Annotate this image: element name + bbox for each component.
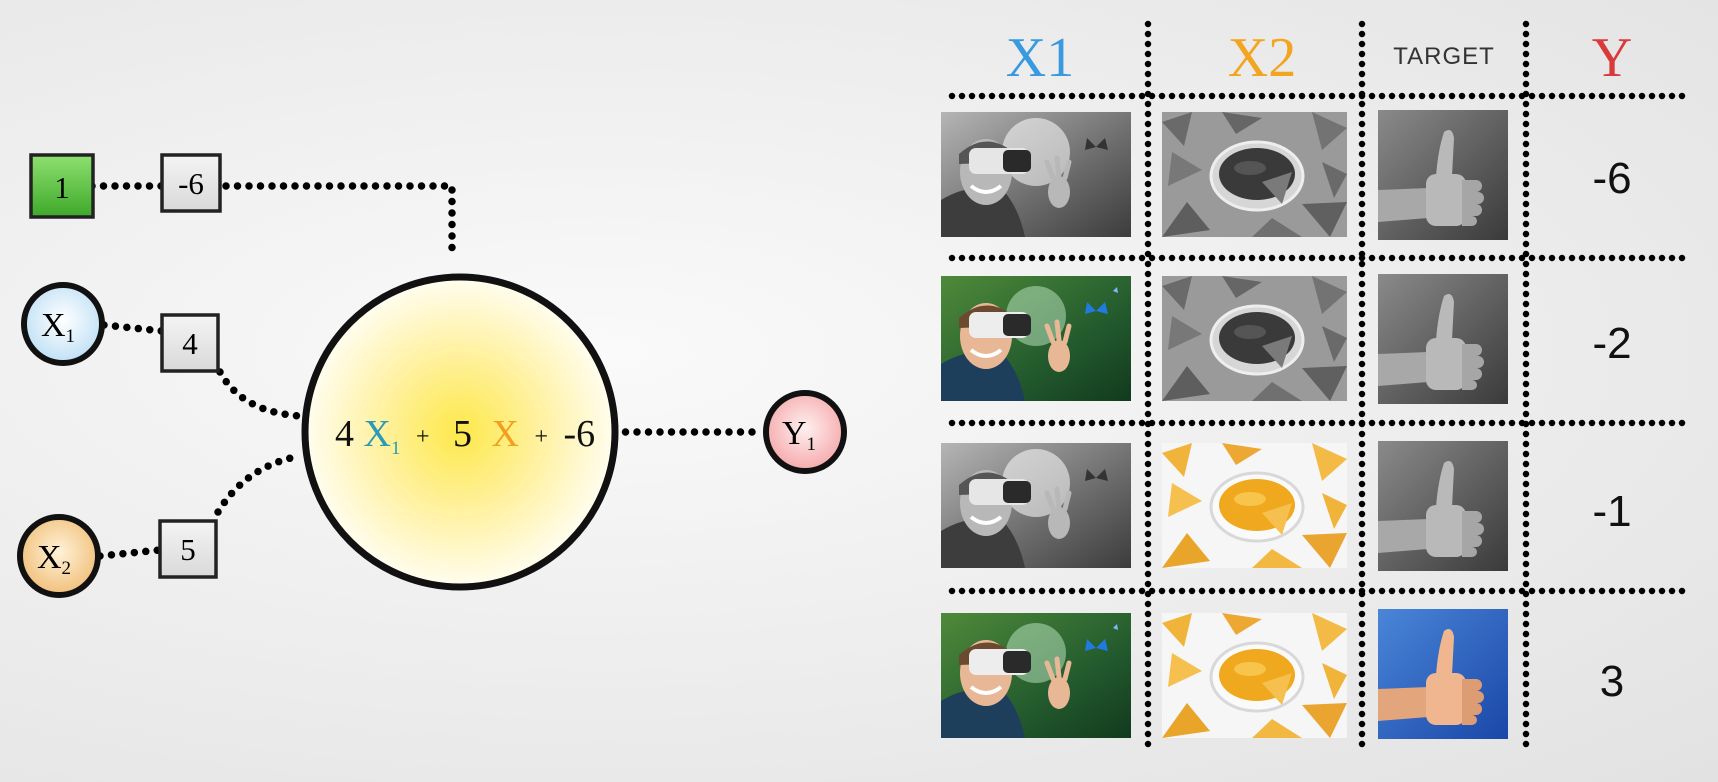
vr-grayscale-image [941, 443, 1131, 568]
connections [88, 182, 766, 560]
svg-text:X2: X2 [37, 539, 71, 579]
input-x1-node: X1 [21, 282, 105, 366]
nachos-color-image [1160, 611, 1349, 740]
formula-var-1: X [364, 413, 391, 455]
w2-neuron-link [214, 452, 304, 516]
row-2-y: -2 [1592, 319, 1631, 368]
table-row: -1 [941, 441, 1632, 571]
header-y: Y [1592, 27, 1632, 89]
input-x1-subscript: 1 [66, 326, 76, 347]
input-x2-subscript: 2 [62, 558, 72, 579]
output-y1-letter: Y [782, 415, 807, 452]
header-x2: X2 [1228, 27, 1296, 89]
bias-input-value: 1 [54, 170, 70, 205]
vr-grayscale-image [941, 112, 1131, 237]
input-x1-letter: X [41, 307, 66, 344]
input-x2-node: X2 [17, 514, 101, 598]
formula-coef-1: 4 [335, 413, 354, 455]
bias-input-box: 1 [29, 153, 95, 219]
neuron-formula: 4 X1 + 5 X + -6 [335, 411, 595, 463]
nachos-color-image [1160, 441, 1349, 570]
vr-color-image [941, 613, 1131, 738]
output-y1-node: Y1 [763, 390, 847, 474]
svg-text:Y1: Y1 [782, 415, 816, 455]
formula-plus-2: + [534, 424, 548, 450]
row-4-y: 3 [1600, 657, 1624, 706]
formula-plus-1: + [416, 424, 430, 450]
table-row: -6 [941, 110, 1632, 240]
thumbs-up-grayscale-image [1378, 441, 1508, 571]
formula-coef-2: 5 [453, 413, 472, 455]
neuron: 4 X1 + 5 X + -6 [301, 273, 619, 591]
row-3-y: -1 [1592, 487, 1631, 536]
nachos-grayscale-image [1160, 274, 1349, 403]
row-1-y: -6 [1592, 154, 1631, 203]
input-x2-letter: X [37, 539, 62, 576]
formula-var-1-sub: 1 [391, 438, 401, 459]
table-row: 3 [941, 609, 1624, 739]
weight-2-value: 5 [180, 532, 196, 567]
x1-link [100, 321, 166, 335]
formula-var-2: X [492, 413, 519, 455]
vr-color-image [941, 276, 1131, 401]
header-target: TARGET [1393, 43, 1495, 70]
weight-2-box: 5 [158, 519, 218, 579]
data-table: X1 X2 TARGET Y -6 -2 [941, 20, 1694, 754]
thumbs-up-color-image [1378, 609, 1508, 739]
weight-1-value: 4 [182, 326, 198, 361]
thumbs-up-grayscale-image [1378, 274, 1508, 404]
thumbs-up-grayscale-image [1378, 110, 1508, 240]
header-x1: X1 [1006, 27, 1074, 89]
svg-text:X1: X1 [41, 307, 75, 347]
table-row: -2 [941, 274, 1632, 404]
table-gridlines [948, 20, 1694, 754]
output-y1-subscript: 1 [807, 434, 817, 455]
bias-weight-link [222, 182, 456, 262]
bias-weight-value: -6 [178, 166, 204, 201]
formula-bias: -6 [564, 413, 596, 455]
table-header: X1 X2 TARGET Y [1006, 27, 1632, 89]
w1-neuron-link [216, 368, 304, 420]
nachos-grayscale-image [1160, 110, 1349, 239]
weight-1-box: 4 [160, 313, 220, 373]
bias-weight-box: -6 [160, 153, 222, 213]
x2-link [96, 546, 164, 560]
